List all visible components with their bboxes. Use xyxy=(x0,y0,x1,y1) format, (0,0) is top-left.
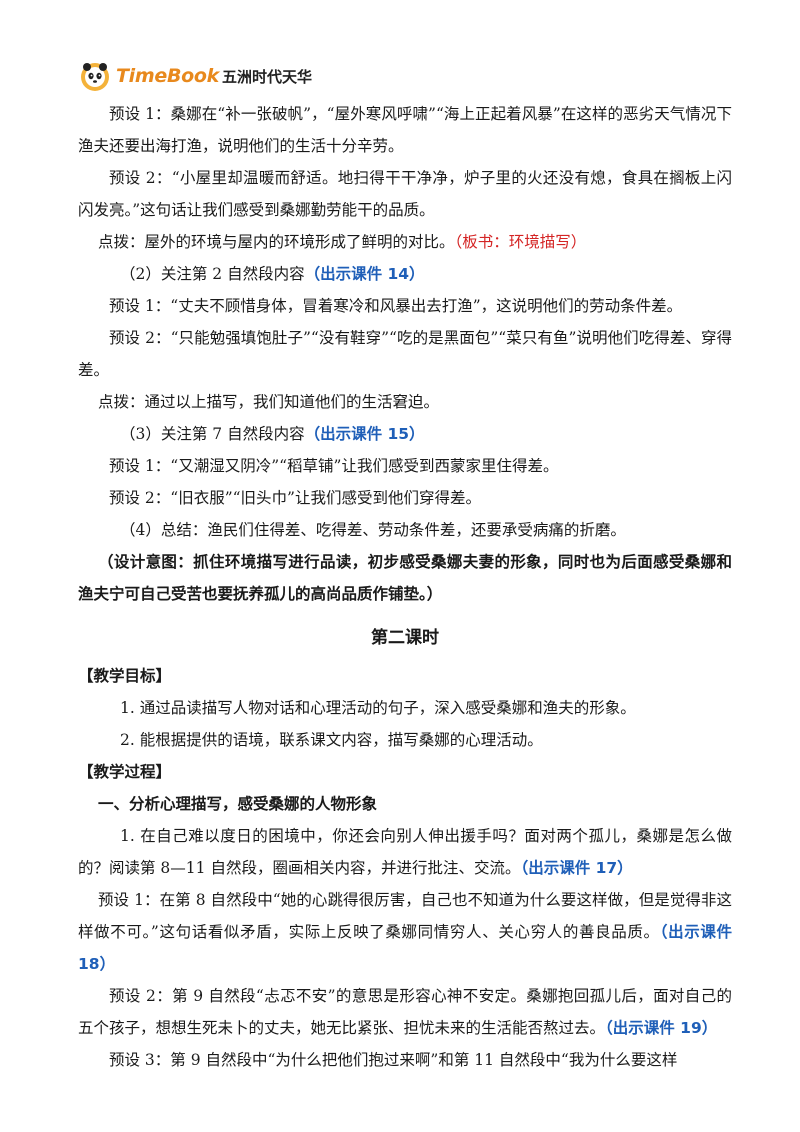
paragraph-preset-5: 预设 1：“又潮湿又阴冷”“稻草铺”让我们感受到西蒙家里住得差。 xyxy=(109,457,559,475)
lesson-title: 第二课时 xyxy=(371,628,439,648)
paragraph-preset-1: 预设 1：桑娜在“补一张破帆”，“屋外寒风呼啸”“海上正起着风暴”在这样的恶劣天… xyxy=(78,105,732,155)
paragraph-answer-1: 预设 1：在第 8 自然段中“她的心跳得很厉害，自己也不知道为什么要这样做，但是… xyxy=(78,884,732,980)
question-text: 1. 在自己难以度日的困境中，你还会向别人伸出援手吗？面对两个孤儿，桑娜是怎么做… xyxy=(78,827,732,877)
paragraph-question-1: 1. 在自己难以度日的困境中，你还会向别人伸出援手吗？面对两个孤儿，桑娜是怎么做… xyxy=(78,820,732,884)
panda-logo-icon xyxy=(78,59,112,93)
answer-text: 预设 2：第 9 自然段“忐忑不安”的意思是形容心神不安定。桑娜抱回孤儿后，面对… xyxy=(78,987,732,1037)
answer-text: 预设 1：在第 8 自然段中“她的心跳得很厉害，自己也不知道为什么要这样做，但是… xyxy=(78,891,732,941)
courseware-ref-19: （出示课件 19） xyxy=(605,1019,718,1037)
teaching-goal-1: 1. 通过品读描写人物对话和心理活动的句子，深入感受桑娜和渔夫的形象。 xyxy=(120,699,636,717)
paragraph-preset-3: 预设 1：“丈夫不顾惜身体，冒着寒冷和风暴出去打渔”，这说明他们的劳动条件差。 xyxy=(109,297,683,315)
paragraph-focus-2: （2）关注第 2 自然段内容（出示课件 14） xyxy=(78,258,732,290)
paragraph-answer-3: 预设 3：第 9 自然段中“为什么把他们抱过来啊”和第 11 自然段中“我为什么… xyxy=(109,1051,678,1069)
teaching-goal-2: 2. 能根据提供的语境，联系课文内容，描写桑娜的心理活动。 xyxy=(120,731,543,749)
document-body: 预设 1：桑娜在“补一张破帆”，“屋外寒风呼啸”“海上正起着风暴”在这样的恶劣天… xyxy=(78,98,732,1076)
paragraph-preset-4: 预设 2：“只能勉强填饱肚子”“没有鞋穿”“吃的是黑面包”“菜只有鱼”说明他们吃… xyxy=(78,329,732,379)
focus-text: （3）关注第 7 自然段内容 xyxy=(120,425,305,443)
courseware-ref-14: （出示课件 14） xyxy=(304,265,425,283)
paragraph-summary: （4）总结：渔民们住得差、吃得差、劳动条件差，还要承受病痛的折磨。 xyxy=(120,521,626,539)
paragraph-answer-2: 预设 2：第 9 自然段“忐忑不安”的意思是形容心神不安定。桑娜抱回孤儿后，面对… xyxy=(78,980,732,1044)
board-note: （板书：环境描写） xyxy=(454,233,587,251)
courseware-ref-17: （出示课件 17） xyxy=(520,859,633,877)
paragraph-hint-2: 点拨：通过以上描写，我们知道他们的生活窘迫。 xyxy=(98,393,440,411)
paragraph-preset-2: 预设 2：“小屋里却温暖而舒适。地扫得干干净净，炉子里的火还没有熄，食具在搁板上… xyxy=(78,169,732,219)
page-header: TimeBook 五洲时代天华 xyxy=(78,58,312,94)
paragraph-focus-7: （3）关注第 7 自然段内容（出示课件 15） xyxy=(78,418,732,450)
courseware-ref-15: （出示课件 15） xyxy=(304,425,425,443)
section-heading-1: 一、分析心理描写，感受桑娜的人物形象 xyxy=(98,795,378,813)
hint-text: 点拨：屋外的环境与屋内的环境形成了鲜明的对比。 xyxy=(98,233,455,251)
paragraph-design-intent: （设计意图：抓住环境描写进行品读，初步感受桑娜夫妻的形象，同时也为后面感受桑娜和… xyxy=(78,553,732,603)
courseware-ref-18: （出示课件 18） xyxy=(78,923,732,973)
paragraph-hint-1: 点拨：屋外的环境与屋内的环境形成了鲜明的对比。（板书：环境描写） xyxy=(78,226,732,258)
brand-name-en: TimeBook xyxy=(116,65,219,87)
brand-name-cn: 五洲时代天华 xyxy=(221,67,312,86)
paragraph-preset-6: 预设 2：“旧衣服”“旧头巾”让我们感受到他们穿得差。 xyxy=(109,489,481,507)
teaching-goals-heading: 【教学目标】 xyxy=(78,667,172,685)
focus-text: （2）关注第 2 自然段内容 xyxy=(120,265,305,283)
teaching-process-heading: 【教学过程】 xyxy=(78,763,172,781)
